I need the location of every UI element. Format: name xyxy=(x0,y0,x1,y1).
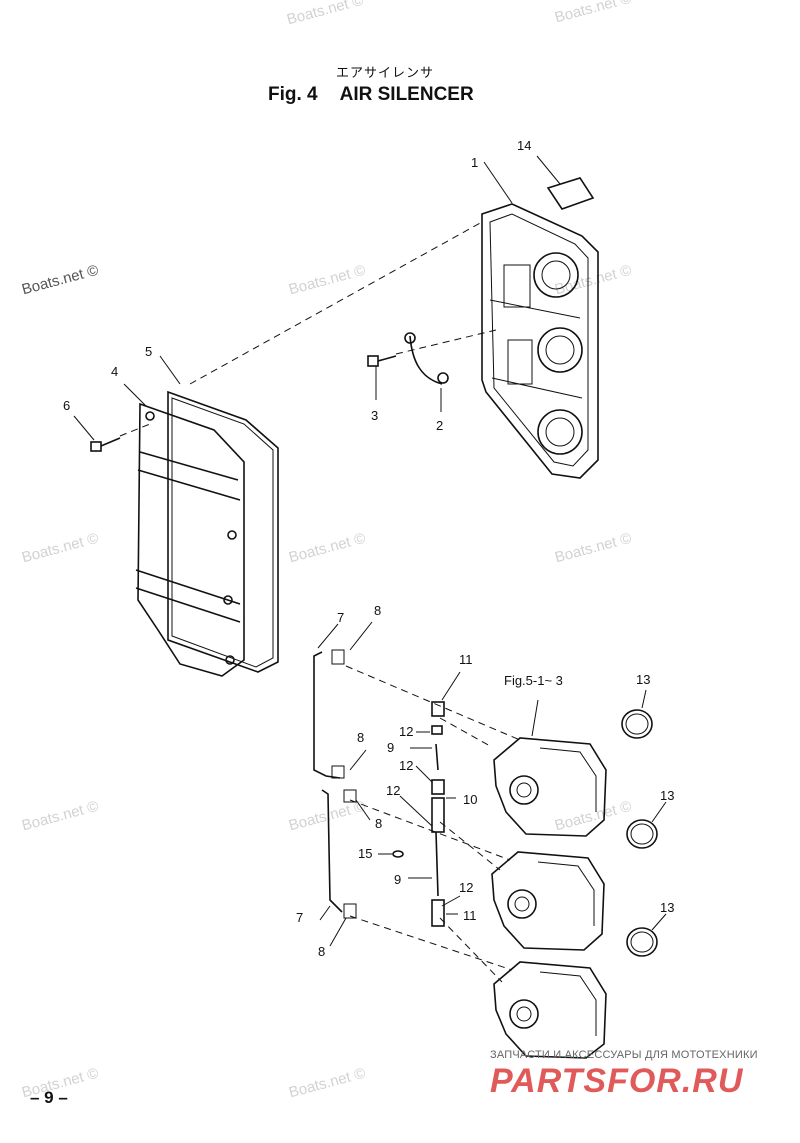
store-logo[interactable]: PARTSFOR.RU xyxy=(490,1062,744,1100)
part-9-link-rod xyxy=(392,701,445,927)
callout-7: 7 xyxy=(337,610,345,625)
callout-1: 1 xyxy=(471,155,479,170)
callout-12: 12 xyxy=(399,758,414,773)
part-4-cover xyxy=(123,383,245,677)
callout-7: 7 xyxy=(296,910,304,925)
callout-13: 13 xyxy=(660,900,675,915)
reference-label: Fig.5-1~ 3 xyxy=(504,673,563,688)
callout-8: 8 xyxy=(318,944,326,959)
part-3-screw xyxy=(367,355,397,400)
callout-13: 13 xyxy=(660,788,675,803)
japanese-title: エアサイレンサ xyxy=(336,66,435,81)
callout-4: 4 xyxy=(111,364,119,379)
callout-13: 13 xyxy=(636,672,651,687)
callout-11: 11 xyxy=(459,652,473,667)
figure-name: AIR SILENCER xyxy=(339,84,474,105)
part-6-bolt xyxy=(73,415,121,452)
callout-10: 10 xyxy=(463,792,478,807)
callout-12: 12 xyxy=(459,880,474,895)
callout-8: 8 xyxy=(374,603,382,618)
callout-2: 2 xyxy=(436,418,444,433)
carburetor-3 xyxy=(493,961,607,1059)
callout-3: 3 xyxy=(371,408,379,423)
page-number: – 9 – xyxy=(30,1088,68,1107)
part-14-label-plate xyxy=(536,155,595,210)
callout-11: 11 xyxy=(463,908,477,923)
callout-leaders xyxy=(329,621,461,947)
callout-8: 8 xyxy=(375,816,383,831)
callout-14: 14 xyxy=(517,138,532,153)
callout-9: 9 xyxy=(394,872,402,887)
store-tagline: ЗАПЧАСТИ И АКСЕССУАРЫ ДЛЯ МОТОТЕХНИКИ xyxy=(490,1049,758,1061)
part-2-hose xyxy=(404,332,449,412)
callout-12: 12 xyxy=(386,783,401,798)
part-7-linkage-rod xyxy=(313,623,343,921)
part-13-o-rings xyxy=(621,689,667,957)
carburetor-1 xyxy=(493,699,607,837)
figure-title: Fig. 4 AIR SILENCER xyxy=(268,84,474,106)
part-5-gasket xyxy=(159,355,279,673)
callout-8: 8 xyxy=(357,730,365,745)
callout-15: 15 xyxy=(358,846,373,861)
callout-5: 5 xyxy=(145,344,153,359)
callout-9: 9 xyxy=(387,740,395,755)
callout-12: 12 xyxy=(399,724,414,739)
figure-number: Fig. 4 xyxy=(268,84,318,105)
callout-6: 6 xyxy=(63,398,71,413)
carburetor-2 xyxy=(491,851,605,951)
assembly-guide-lines xyxy=(119,221,521,983)
part-1-silencer-body xyxy=(481,161,599,479)
